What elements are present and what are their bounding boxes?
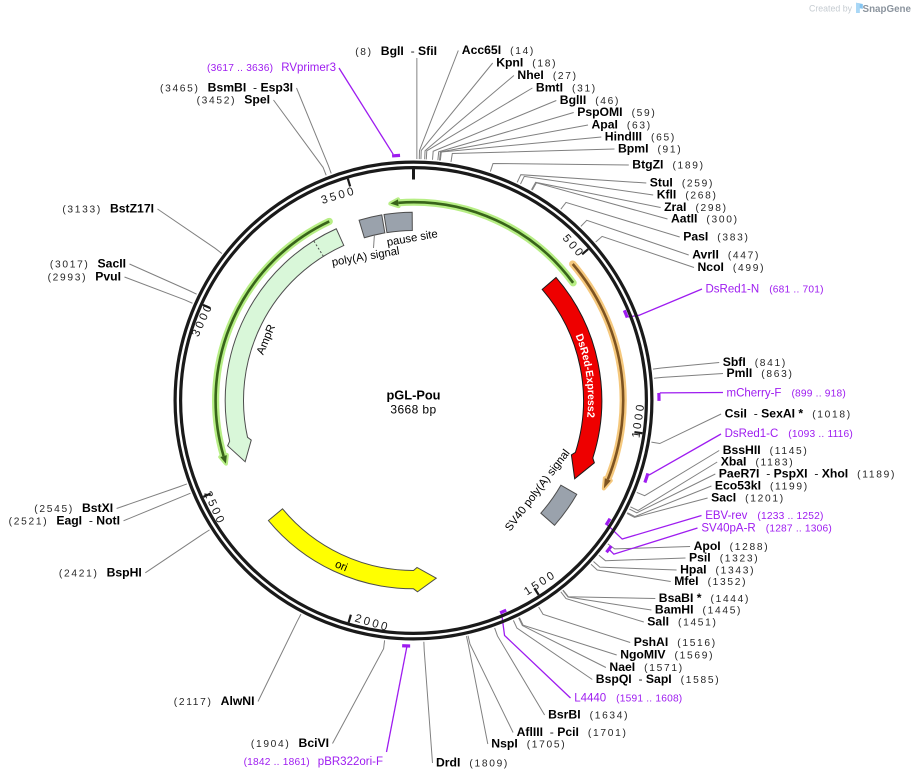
svg-text:HindIII(65): HindIII(65) [605,130,676,144]
svg-text:(2545)BstXI: (2545)BstXI [34,501,113,515]
svg-text:StuI(259): StuI(259) [650,176,714,190]
svg-text:BspQI - SapI(1585): BspQI - SapI(1585) [596,672,721,686]
svg-text:L4440(1591 .. 1608): L4440(1591 .. 1608) [574,693,682,705]
svg-text:(2993)PvuI: (2993)PvuI [48,270,121,284]
svg-text:XbaI(1183): XbaI(1183) [721,455,795,469]
svg-text:PsiI(1323): PsiI(1323) [689,551,759,565]
svg-text:BsrBI(1634): BsrBI(1634) [548,708,629,722]
svg-text:Acc65I(14): Acc65I(14) [462,43,535,57]
svg-text:ZraI(298): ZraI(298) [664,200,728,214]
svg-text:SnapGene: SnapGene [863,4,912,15]
svg-text:NaeI(1571): NaeI(1571) [609,660,683,674]
svg-text:1000: 1000 [630,401,647,438]
svg-text:Created by: Created by [809,4,853,14]
svg-text:AflIII - PciI(1701): AflIII - PciI(1701) [517,725,628,739]
svg-text:MfeI(1352): MfeI(1352) [674,574,747,588]
svg-text:(2521)EagI - NotI: (2521)EagI - NotI [9,513,120,527]
svg-text:DrdI(1809): DrdI(1809) [436,756,509,770]
svg-text:(2117)AlwNI: (2117)AlwNI [174,694,255,708]
svg-text:SalI(1451): SalI(1451) [647,615,717,629]
svg-text:ori: ori [333,558,349,574]
svg-text:(3017)SacII: (3017)SacII [50,257,126,271]
svg-text:(1842 .. 1861)pBR322ori-F: (1842 .. 1861)pBR322ori-F [244,756,383,768]
svg-text:ApoI(1288): ApoI(1288) [694,539,770,553]
svg-text:SacI(1201): SacI(1201) [711,491,785,505]
svg-text:(3617 .. 3636)RVprimer3: (3617 .. 3636)RVprimer3 [207,62,336,74]
svg-text:HpaI(1343): HpaI(1343) [680,563,755,577]
svg-text:(3465)BsmBI - Esp3I: (3465)BsmBI - Esp3I [160,81,293,95]
svg-text:KflI(268): KflI(268) [657,188,718,202]
svg-text:pGL-Pou: pGL-Pou [386,388,440,403]
svg-text:SbfI(841): SbfI(841) [723,355,787,369]
svg-text:PspOMI(59): PspOMI(59) [577,105,656,119]
svg-text:NspI(1705): NspI(1705) [491,737,566,751]
svg-text:(3452)SpeI: (3452)SpeI [197,93,270,107]
svg-text:(1904)BciVI: (1904)BciVI [251,736,329,750]
svg-text:CsiI - SexAI *(1018): CsiI - SexAI *(1018) [725,407,852,421]
svg-text:DsRed1-C(1093 .. 1116): DsRed1-C(1093 .. 1116) [725,428,853,440]
svg-text:EBV-rev(1233 .. 1252): EBV-rev(1233 .. 1252) [705,510,823,522]
svg-text:(2421)BspHI: (2421)BspHI [59,565,142,579]
svg-text:SV40pA-R(1287 .. 1306): SV40pA-R(1287 .. 1306) [701,523,832,535]
svg-text:(3133)BstZ17I: (3133)BstZ17I [62,202,154,216]
svg-text:(8)BglI - SfiI: (8)BglI - SfiI [355,44,437,58]
svg-text:PasI(383): PasI(383) [683,230,749,244]
svg-text:3668 bp: 3668 bp [390,403,436,417]
